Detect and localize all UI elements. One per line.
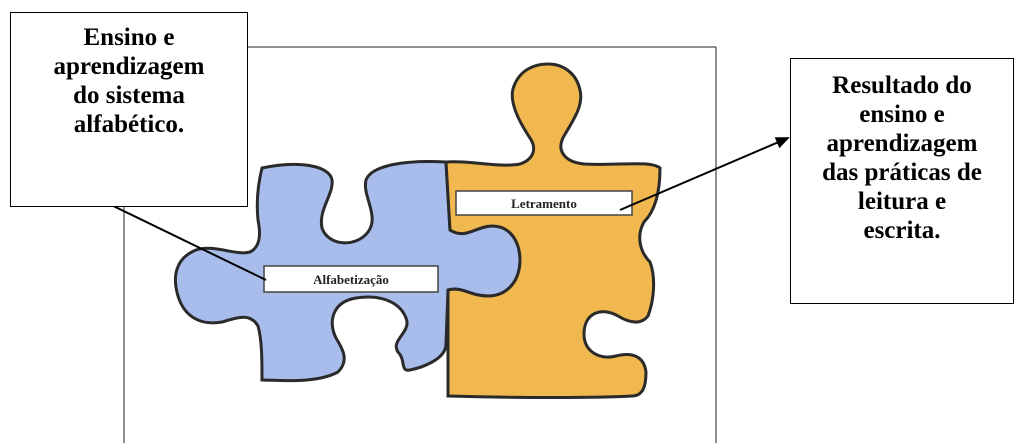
callout-right-box: Resultado do ensino e aprendizagem das p… [790,58,1014,304]
callout-left-text: Ensino e aprendizagem do sistema alfabét… [54,23,205,139]
alfabetizacao-label: Alfabetização [313,272,389,287]
callout-right-text: Resultado do ensino e aprendizagem das p… [822,71,982,245]
callout-left-box: Ensino e aprendizagem do sistema alfabét… [10,12,248,207]
letramento-label: Letramento [511,196,577,211]
